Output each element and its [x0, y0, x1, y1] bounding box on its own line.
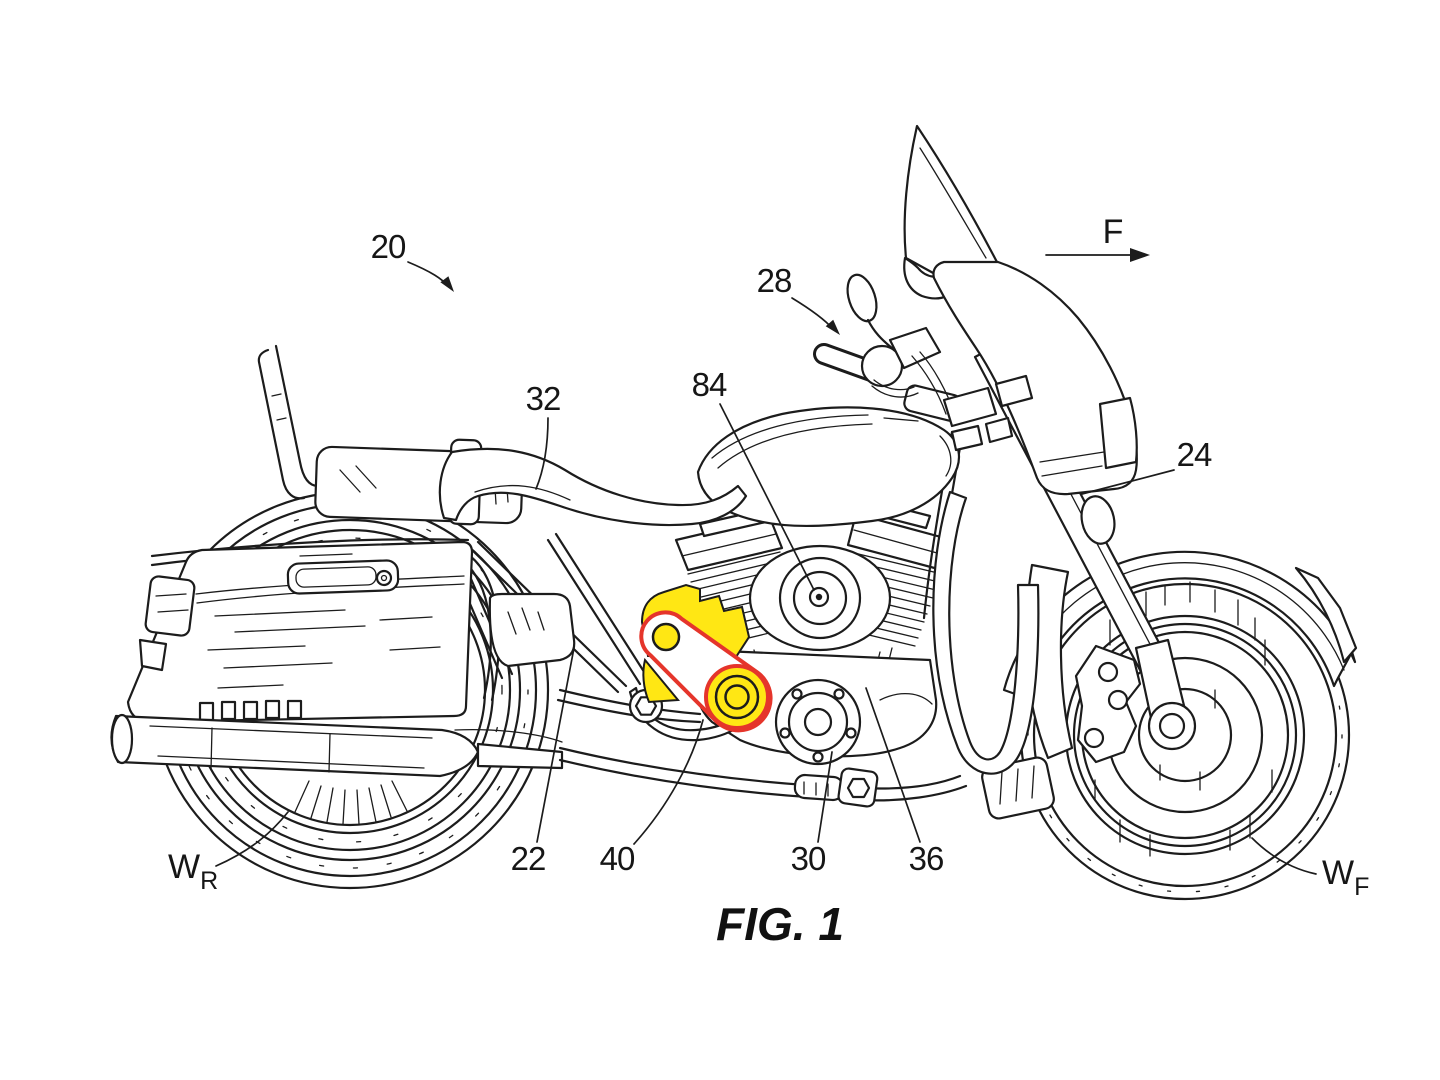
rear-suspension-and-frame: [450, 532, 702, 724]
label-24: 24: [1177, 436, 1212, 473]
front-brake-caliper: [1074, 644, 1142, 764]
seat: [438, 447, 748, 527]
label-22: 22: [511, 840, 546, 877]
label-28: 28: [757, 262, 792, 299]
highlighted-actuator-assembly: [639, 583, 773, 733]
label-40: 40: [600, 840, 635, 877]
highlight-lower-gusset: [642, 657, 681, 704]
turn-signal: [1080, 495, 1116, 545]
figure-caption: FIG. 1: [716, 898, 844, 950]
inner-dash-panel: [942, 386, 998, 428]
handlebar: [813, 273, 955, 415]
label-front-wheel: WF: [1322, 854, 1369, 901]
saddlebag: [126, 540, 474, 724]
front-fairing: [932, 260, 1138, 545]
label-F: F: [1103, 213, 1124, 251]
highlight-link-lower-hub: [724, 684, 750, 710]
lower-frame-rails: [558, 746, 968, 802]
saddlebag-speed-lines: [207, 553, 441, 689]
forward-direction-arrow: F: [1045, 213, 1150, 262]
highlight-link-upper-pivot: [651, 622, 681, 652]
exhaust-muffler: [110, 713, 564, 778]
bar-riser: [888, 326, 942, 370]
rear-rim-hatch: [294, 780, 408, 825]
air-cleaner: [748, 544, 892, 652]
rear-lamp-bracket: [138, 575, 196, 672]
label-32: 32: [526, 380, 561, 417]
label-84: 84: [692, 366, 727, 403]
reference-labels: 20 28 32 84 24 22 40 30 36 F WR WF: [168, 213, 1369, 950]
saddlebag-latch: [286, 559, 400, 595]
side-cover: [488, 592, 576, 668]
glove-box-door: [1098, 396, 1138, 470]
label-rear-wheel: WR: [168, 848, 218, 895]
brake-pedal: [793, 767, 879, 808]
derby-cover: [774, 678, 862, 766]
fuel-tank: [696, 406, 961, 528]
engine-guard: [932, 490, 1040, 775]
label-20: 20: [371, 228, 406, 265]
label-30: 30: [791, 840, 826, 877]
backrest-sissy-bar: [257, 344, 320, 500]
saddlebag-lower-trim: [198, 699, 303, 722]
label-36: 36: [909, 840, 944, 877]
mirror: [846, 273, 878, 323]
